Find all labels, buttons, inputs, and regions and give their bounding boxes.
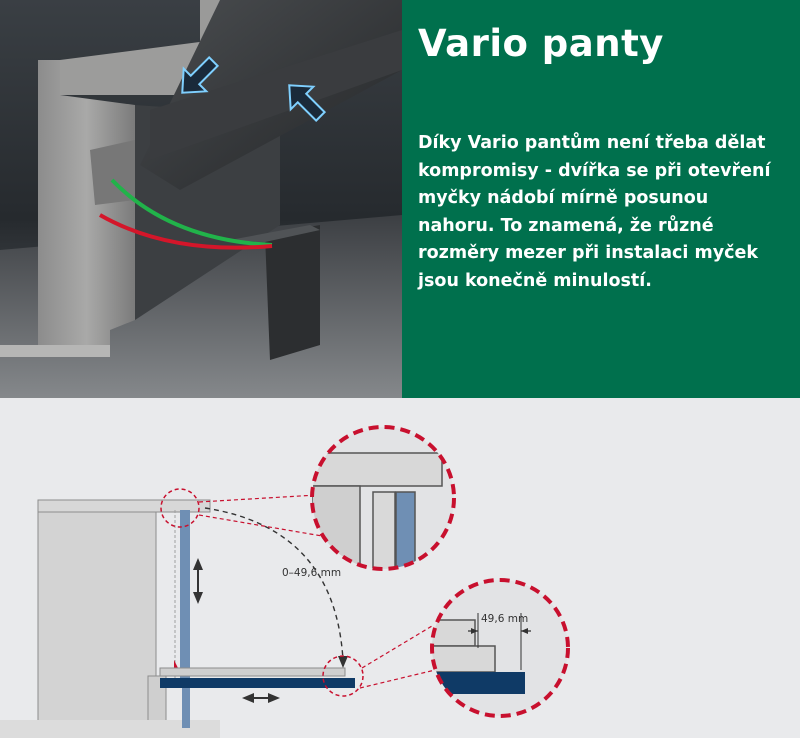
gap-max-label: 49,6 mm — [481, 613, 528, 625]
arrow-up-left-icon — [288, 84, 327, 123]
green-motion-arc — [110, 178, 273, 247]
info-panel: Vario panty Díky Vario pantům není třeba… — [402, 0, 800, 398]
description-text: Díky Vario pantům není třeba dělat kompr… — [418, 133, 771, 291]
plinth — [160, 678, 355, 688]
red-motion-arc — [99, 213, 273, 250]
bottom-plinth-marker — [322, 655, 364, 697]
door-panel — [180, 510, 190, 680]
plinth-zoom-callout: 49,6 mm — [430, 578, 570, 718]
gap-range-label: 0–49,6 mm — [282, 567, 341, 579]
horizontal-adjust-arrow-icon — [242, 693, 280, 703]
hinge-zoom-callout — [310, 425, 456, 571]
hero-section: Vario panty Díky Vario pantům není třeba… — [0, 0, 800, 398]
dishwasher-body — [37, 499, 157, 723]
top-hinge-marker — [160, 488, 200, 528]
arrow-down-right-icon — [181, 55, 220, 94]
hinge-diagram: 0–49,6 mm 49,6 — [0, 425, 570, 738]
door-swing-arc — [204, 507, 344, 661]
page-title: Vario panty — [418, 22, 664, 65]
vertical-adjust-arrow-icon — [193, 558, 203, 604]
hinge-photo — [0, 0, 402, 398]
